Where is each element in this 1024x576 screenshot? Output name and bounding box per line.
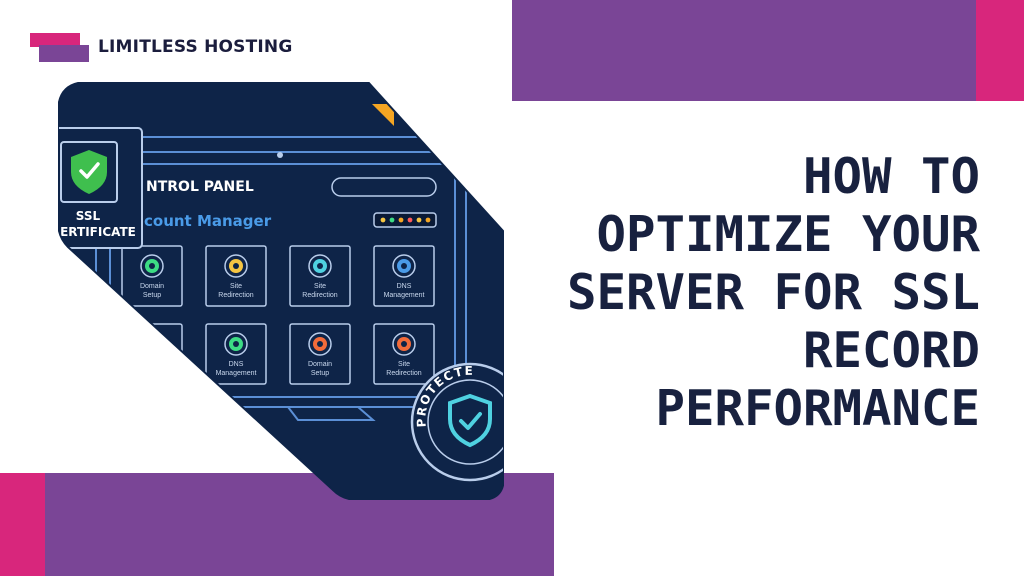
tile-6: DNS Management	[205, 323, 267, 385]
gear-icon	[140, 332, 164, 356]
compass-icon	[224, 254, 248, 278]
tile-label-line2: Redirection	[218, 292, 254, 299]
section-title: count Manager	[144, 212, 272, 230]
tile-label-line2: Management	[384, 292, 425, 299]
headline-line-3: SERVER FOR SSL	[566, 264, 980, 321]
globe-icon	[308, 332, 332, 356]
tile-label-line2: Management	[216, 370, 257, 377]
tile-4: DNS Management	[373, 245, 435, 307]
globe-icon	[140, 254, 164, 278]
tile-label-line1: Site	[398, 361, 410, 368]
tile-label-line1: DNS	[397, 283, 412, 290]
logo-mark-magenta	[30, 33, 80, 47]
control-panel-title: NTROL PANEL	[146, 179, 254, 195]
tile-label-line2: Redirection	[386, 370, 422, 377]
chip-icon	[392, 254, 416, 278]
gear-icon	[308, 254, 332, 278]
tile-label-line2: Setup	[143, 292, 161, 299]
headline: HOW TO OPTIMIZE YOUR SERVER FOR SSL RECO…	[540, 148, 980, 438]
headline-line-4: RECORD	[802, 322, 980, 379]
tile-label-line1: Site	[146, 361, 158, 368]
pie-icon	[392, 332, 416, 356]
tile-label-line1: Domain	[140, 283, 164, 290]
camera-dot	[277, 152, 283, 158]
tile-label-line1: Domain	[308, 361, 332, 368]
headline-line-2: OPTIMIZE YOUR	[596, 206, 980, 263]
bottom-left-magenta-block	[0, 473, 45, 576]
tile-label-line1: Site	[314, 283, 326, 290]
ssl-badge-line1: SSL	[76, 209, 101, 223]
tile-label-line2: Setup	[311, 370, 329, 377]
brand-name: LIMITLESS HOSTING	[98, 37, 293, 57]
tile-label-line1: DNS	[229, 361, 244, 368]
protected-shield-icon	[448, 393, 492, 448]
chip-icon	[224, 332, 248, 356]
headline-line-5: PERFORMANCE	[655, 380, 980, 437]
ssl-badge-line2: ERTIFICATE	[60, 225, 136, 239]
tile-label-line1: Site	[230, 283, 242, 290]
top-right-magenta-block	[976, 0, 1024, 101]
headline-line-1: HOW TO	[802, 148, 980, 205]
tile-label-line2: Redirection	[302, 292, 338, 299]
brand-logo[interactable]: LIMITLESS HOSTING	[30, 31, 300, 67]
control-panel-illustration: NTROL PANEL count Manager DomainSetupSit…	[58, 82, 504, 500]
top-right-purple-block	[512, 0, 976, 101]
tile-label-line2: Redirection	[134, 370, 170, 377]
logo-mark-purple	[39, 45, 89, 62]
